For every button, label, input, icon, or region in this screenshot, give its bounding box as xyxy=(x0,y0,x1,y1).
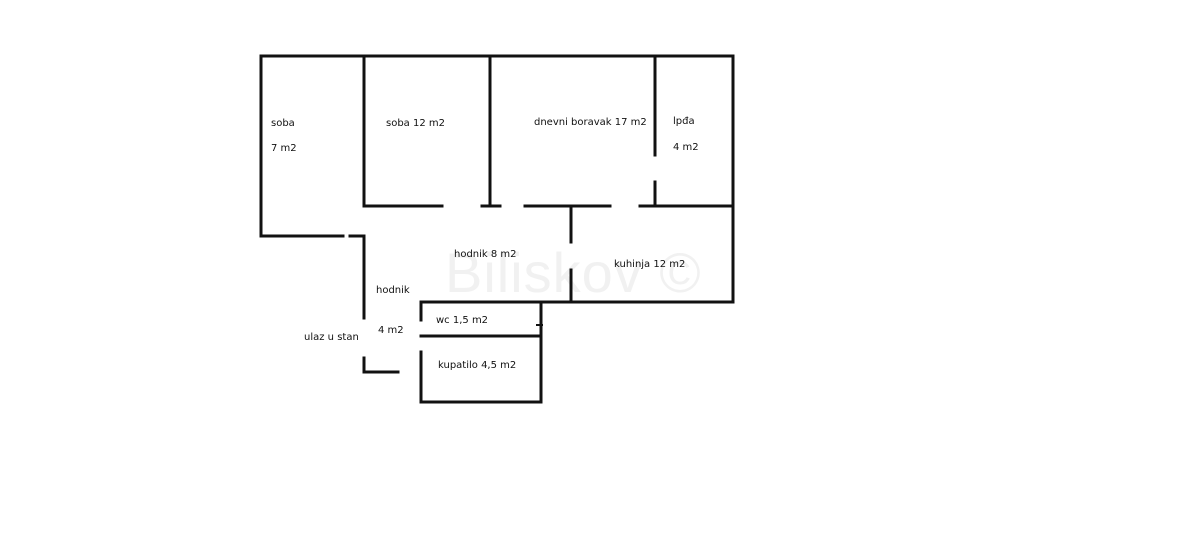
room-label-kupatilo: kupatilo 4,5 m2 xyxy=(438,360,517,371)
room-area-soba: 7 m2 xyxy=(271,143,297,154)
wall-soba-left xyxy=(259,54,345,238)
room-label-wc: wc 1,5 m2 xyxy=(436,315,489,326)
wall-hall-left-lower xyxy=(362,356,400,374)
room-label-dnevni-boravak: dnevni boravak 17 m2 xyxy=(534,117,647,128)
room-name-hodnik: hodnik xyxy=(376,285,410,296)
room-area-hodnik: 4 m2 xyxy=(378,325,404,336)
room-label-kuhinja: kuhinja 12 m2 xyxy=(614,259,686,270)
room-label-soba-12: soba 12 m2 xyxy=(386,118,445,129)
watermark: Biliskov © xyxy=(445,241,702,304)
room-name-lodja: lpđa xyxy=(673,116,695,127)
wall-bath-left xyxy=(419,350,543,404)
room-area-lodja: 4 m2 xyxy=(673,142,699,153)
entrance-label: ulaz u stan xyxy=(304,332,359,343)
room-name-soba: soba xyxy=(271,118,295,129)
room-label-hodnik-8: hodnik 8 m2 xyxy=(454,249,517,260)
